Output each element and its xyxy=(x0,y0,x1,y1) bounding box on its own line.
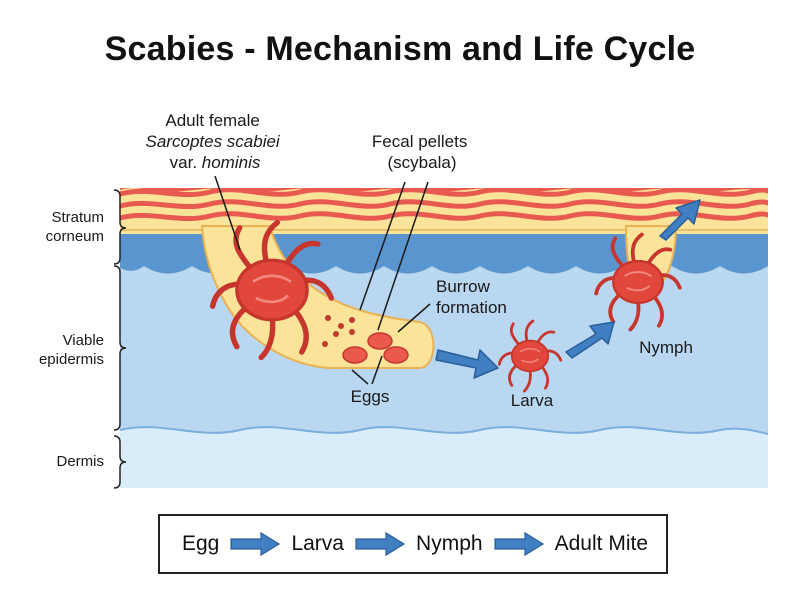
adult-female-label: Adult female Sarcoptes scabiei var. homi… xyxy=(146,111,285,172)
dermis-bracket xyxy=(113,435,127,489)
arrow-right-icon xyxy=(230,531,281,557)
fecal-pellets-label: Fecal pellets (scybala) xyxy=(372,132,472,172)
larva-to-nymph-arrow xyxy=(565,321,615,359)
nymph-label: Nymph xyxy=(639,338,693,357)
arrow-right-icon xyxy=(355,531,406,557)
eggs-to-larva-arrow xyxy=(435,349,499,379)
egg xyxy=(342,346,368,364)
cycle-step-nymph: Nymph xyxy=(416,532,483,555)
eggs-leader-1 xyxy=(351,369,369,385)
arrow-right-icon xyxy=(493,531,544,557)
adult-female-leader xyxy=(214,175,241,251)
nymph-exit-arrow xyxy=(659,199,701,241)
burrow-formation-label: Burrow formation xyxy=(436,277,507,317)
cycle-step-larva: Larva xyxy=(291,532,344,555)
fecal-pellets-leader-2 xyxy=(377,181,429,331)
page-title: Scabies - Mechanism and Life Cycle xyxy=(104,30,696,68)
burrow-leader xyxy=(397,303,431,333)
fecal-pellets xyxy=(322,315,355,347)
egg xyxy=(367,332,393,350)
stratum-corneum-bracket xyxy=(113,189,127,265)
life-cycle-sequence: Egg Larva Nymph Adult Mite xyxy=(158,514,668,574)
eggs-leader-2 xyxy=(371,355,383,385)
viable-epidermis-bracket xyxy=(113,265,127,431)
dermis-label: Dermis xyxy=(57,453,105,470)
egg xyxy=(383,346,409,364)
eggs xyxy=(342,332,409,364)
cycle-step-egg: Egg xyxy=(182,532,220,555)
fecal-pellets-leader-1 xyxy=(359,181,406,311)
eggs-label: Eggs xyxy=(351,387,390,406)
cycle-step-adult-mite: Adult Mite xyxy=(554,532,648,555)
larva-label: Larva xyxy=(511,391,554,410)
